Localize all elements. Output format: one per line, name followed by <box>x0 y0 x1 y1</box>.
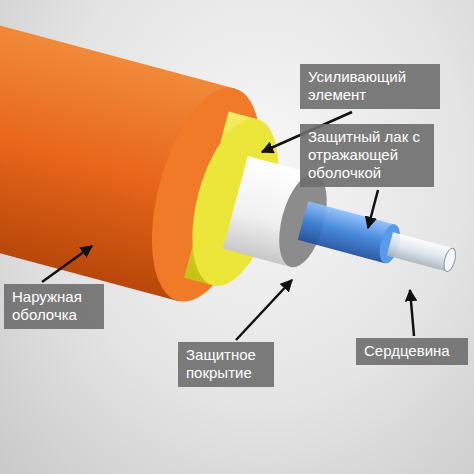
callout-text: Усиливающий элемент <box>308 68 432 104</box>
callout-text: Защитный лак с отражающей оболочкой <box>308 128 426 182</box>
callout-text: Наружная оболочка <box>12 288 96 324</box>
callout-label: Усиливающий элемент <box>300 64 440 109</box>
callout-label: Сердцевина <box>356 338 468 365</box>
callout-label: Защитный лак с отражающей оболочкой <box>300 124 434 187</box>
callout-text: Защитное покрытие <box>186 346 266 382</box>
callout-label: Защитное покрытие <box>178 342 274 387</box>
callout-text: Сердцевина <box>364 342 460 360</box>
callout-label: Наружная оболочка <box>4 284 104 329</box>
